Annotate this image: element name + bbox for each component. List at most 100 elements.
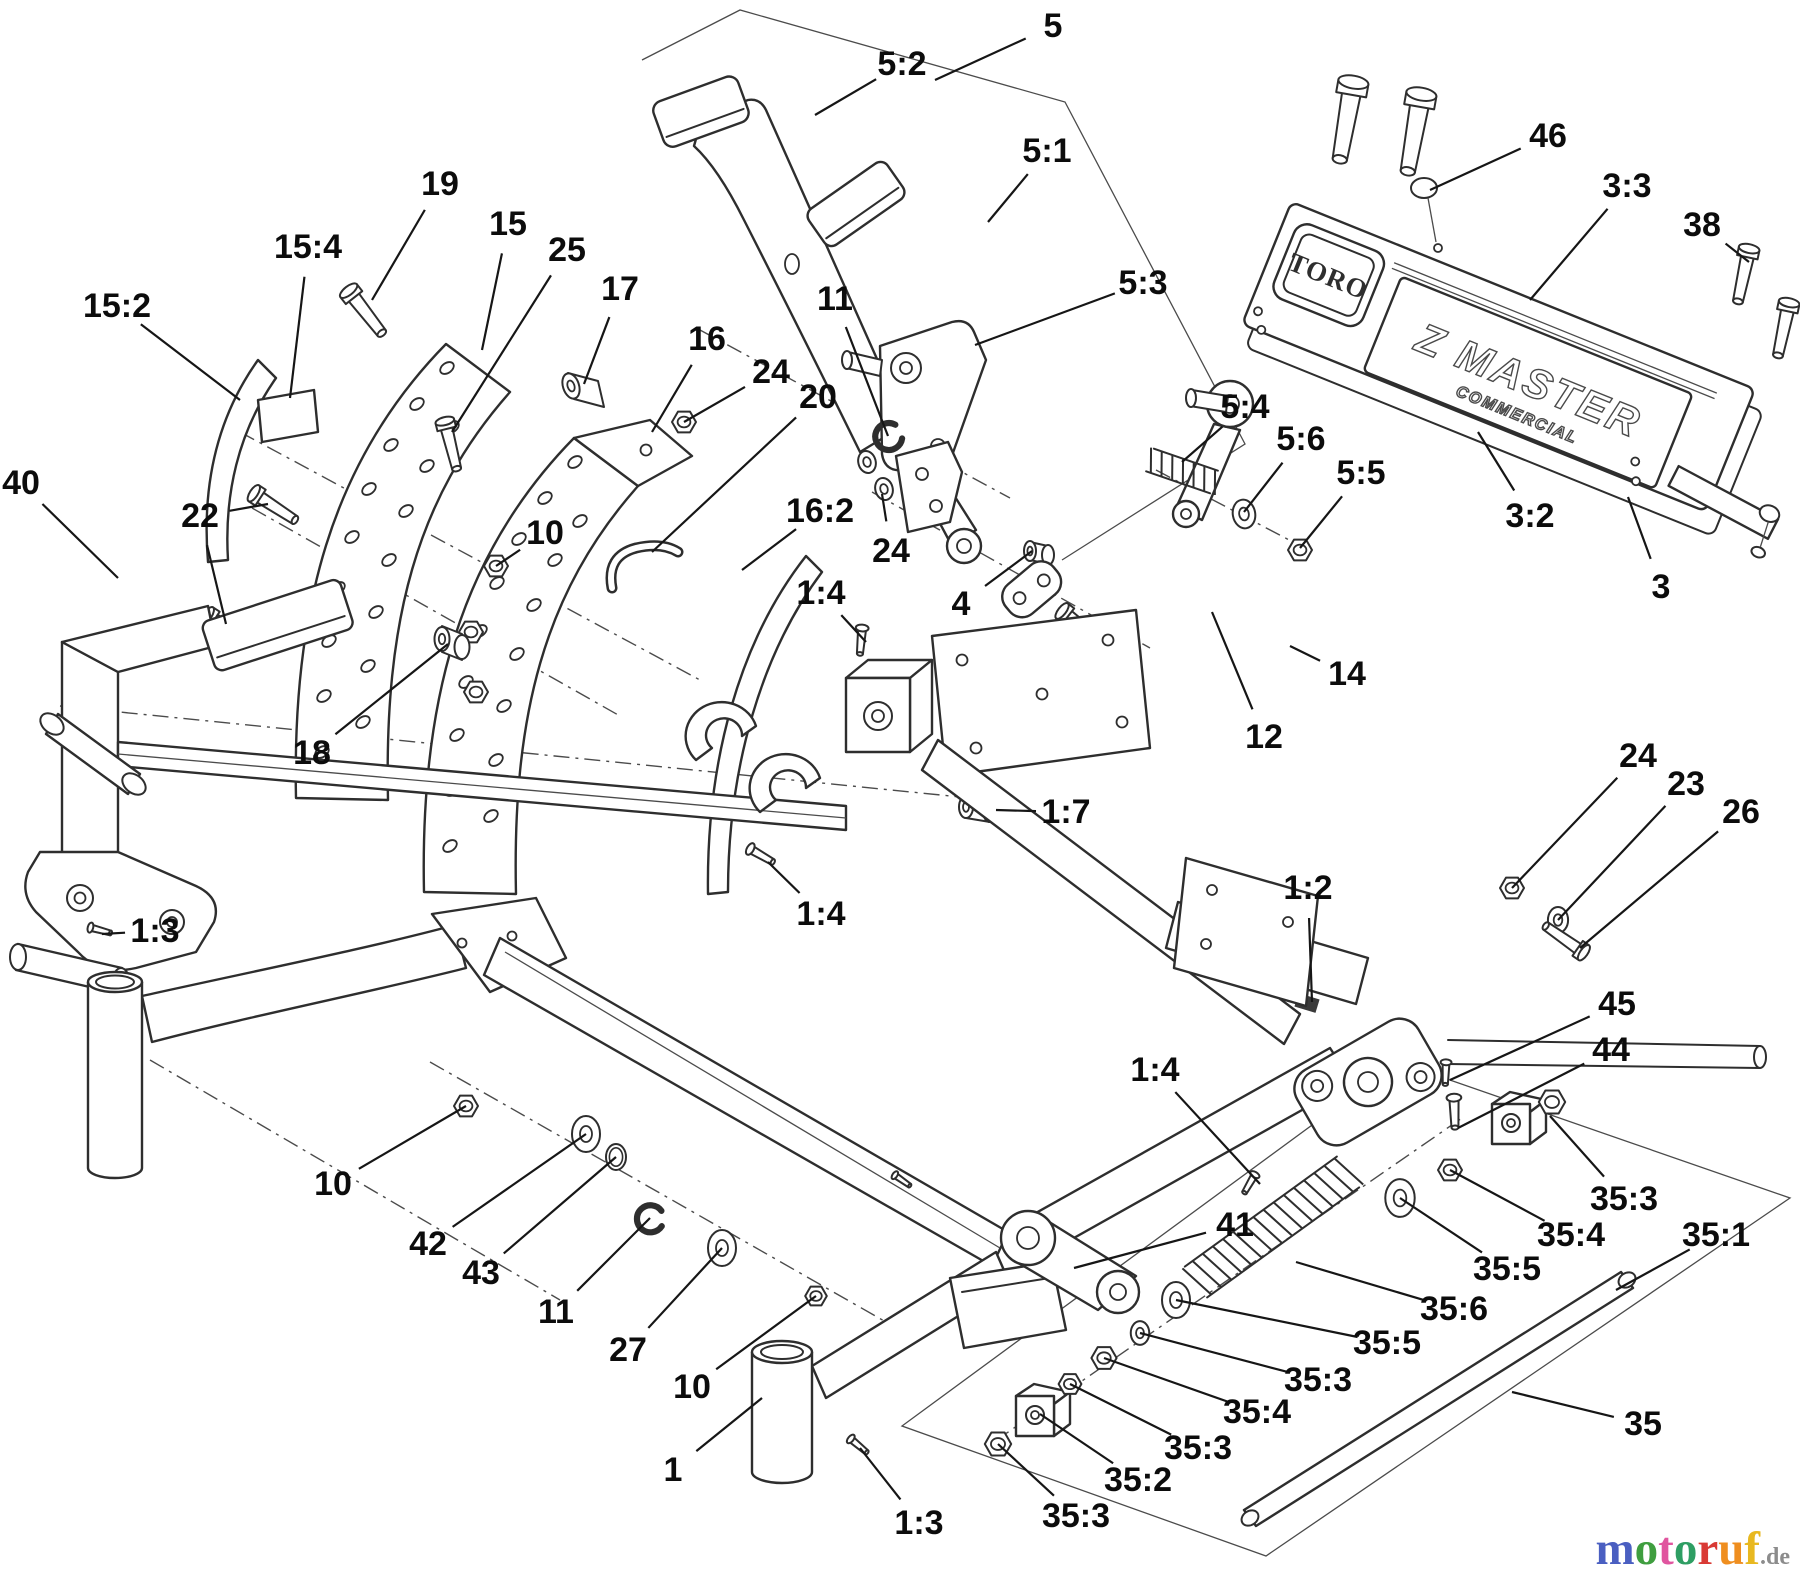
callout-leader [860,1448,900,1499]
callout-label: 41 [1216,1206,1254,1244]
front-axle [36,709,846,830]
spring-5-4 [1146,448,1218,495]
pedal-pad-5-1 [804,158,908,249]
caster-tube-rear [752,1341,812,1483]
callout-leader [1212,612,1252,709]
callout-label: 35:2 [1104,1461,1172,1499]
callout-leader [1244,463,1283,512]
callout-label: 27 [609,1331,647,1369]
callout-leader [652,365,692,432]
trunnion-35-2 [1016,1384,1070,1436]
callout-label: 16:2 [786,492,854,530]
callout-leader [1175,1092,1260,1184]
bracket-16 [574,420,692,486]
callout-leader [1558,806,1665,920]
callout-label: 35:4 [1223,1393,1291,1431]
callout-label: 16 [688,320,726,358]
callout-label: 5:4 [1220,388,1269,426]
link-12 [996,555,1068,624]
callout-leader [768,862,800,893]
callout-leader [975,293,1115,345]
spacer-plate-15-4 [258,390,318,442]
callout-leader [335,644,448,734]
callout-leader [1290,646,1320,661]
callout-leader [1726,244,1749,262]
pedal-pad-5-2 [650,74,751,150]
callout-label: 35 [1624,1405,1662,1443]
link-plate-24 [896,442,962,532]
callout-label: 38 [1683,206,1721,244]
callout-label: 15 [489,205,527,243]
callout-leader [846,327,888,436]
scroll-latches [686,702,820,812]
angle-bar-3-3 [1394,263,1717,393]
callout-leader [1070,1384,1171,1435]
toro-badge: TORO [1269,220,1388,330]
callout-leader [1296,1262,1425,1300]
callout-leader [1478,432,1514,490]
callout-label: 1 [664,1451,683,1489]
callout-label: 5:2 [877,45,926,83]
callout-label: 3 [1652,568,1671,606]
callout-leader [684,387,745,422]
callout-label: 42 [409,1225,447,1263]
callout-leader [1104,1358,1229,1402]
callout-label: 1:4 [1130,1051,1179,1089]
channel-bracket [950,1262,1066,1348]
callout-label: 35:3 [1284,1361,1352,1399]
callout-label: 10 [673,1368,711,1406]
callout-leader [652,417,796,552]
callout-leader [648,1248,722,1328]
callout-leader [696,1398,762,1451]
callout-leader [372,210,425,300]
callout-leader [1512,1392,1614,1417]
callout-label: 22 [181,497,219,535]
spring-35-6 [1182,1157,1363,1298]
callout-leader [1530,209,1608,300]
callout-label: 5:3 [1118,264,1167,302]
callout-label: 15:4 [274,228,342,266]
callout-label: 43 [462,1254,500,1292]
callout-leader [1182,427,1222,462]
lever-41 [1001,1211,1139,1313]
callout-label: 15:2 [83,287,151,325]
callout-leader [996,810,1036,811]
callout-label: 5:5 [1336,454,1385,492]
callout-label: 1:4 [796,895,845,933]
callout-leader [1616,1249,1690,1290]
watermark-logo[interactable]: motoruf.de [1596,1523,1791,1575]
callout-label: 10 [526,514,564,552]
callout-label: 18 [293,734,331,772]
callout-leader [882,494,886,521]
callout-label: 44 [1592,1031,1630,1069]
button-46 [1411,178,1442,252]
callout-label: 19 [421,165,459,203]
wear-strip-16-2 [708,556,822,894]
callout-leader [935,38,1026,80]
callout-label: 1:3 [130,912,179,950]
caster-tube-front-left [88,972,142,1178]
callout-leader [1300,496,1342,548]
callout-label: 1:2 [1283,869,1332,907]
callout-leader [452,275,551,432]
callout-leader [584,317,609,384]
z-master-plate [1363,276,1692,488]
callout-label: 24 [752,353,790,391]
callout-leader [504,1157,616,1253]
callout-leader [998,1444,1054,1496]
callout-leader [577,1218,650,1291]
callout-leader [482,253,502,350]
callout-leader [1040,1414,1113,1463]
callout-leader [1430,148,1521,190]
callout-label: 23 [1667,765,1705,803]
callout-label: 35:1 [1682,1216,1750,1254]
callout-leader [290,277,304,398]
callout-leader [742,529,796,570]
callout-label: 1:4 [796,574,845,612]
callout-leader [141,324,240,400]
callout-label: 10 [314,1165,352,1203]
callout-leader [1450,1016,1590,1080]
callout-leader [1512,778,1617,888]
